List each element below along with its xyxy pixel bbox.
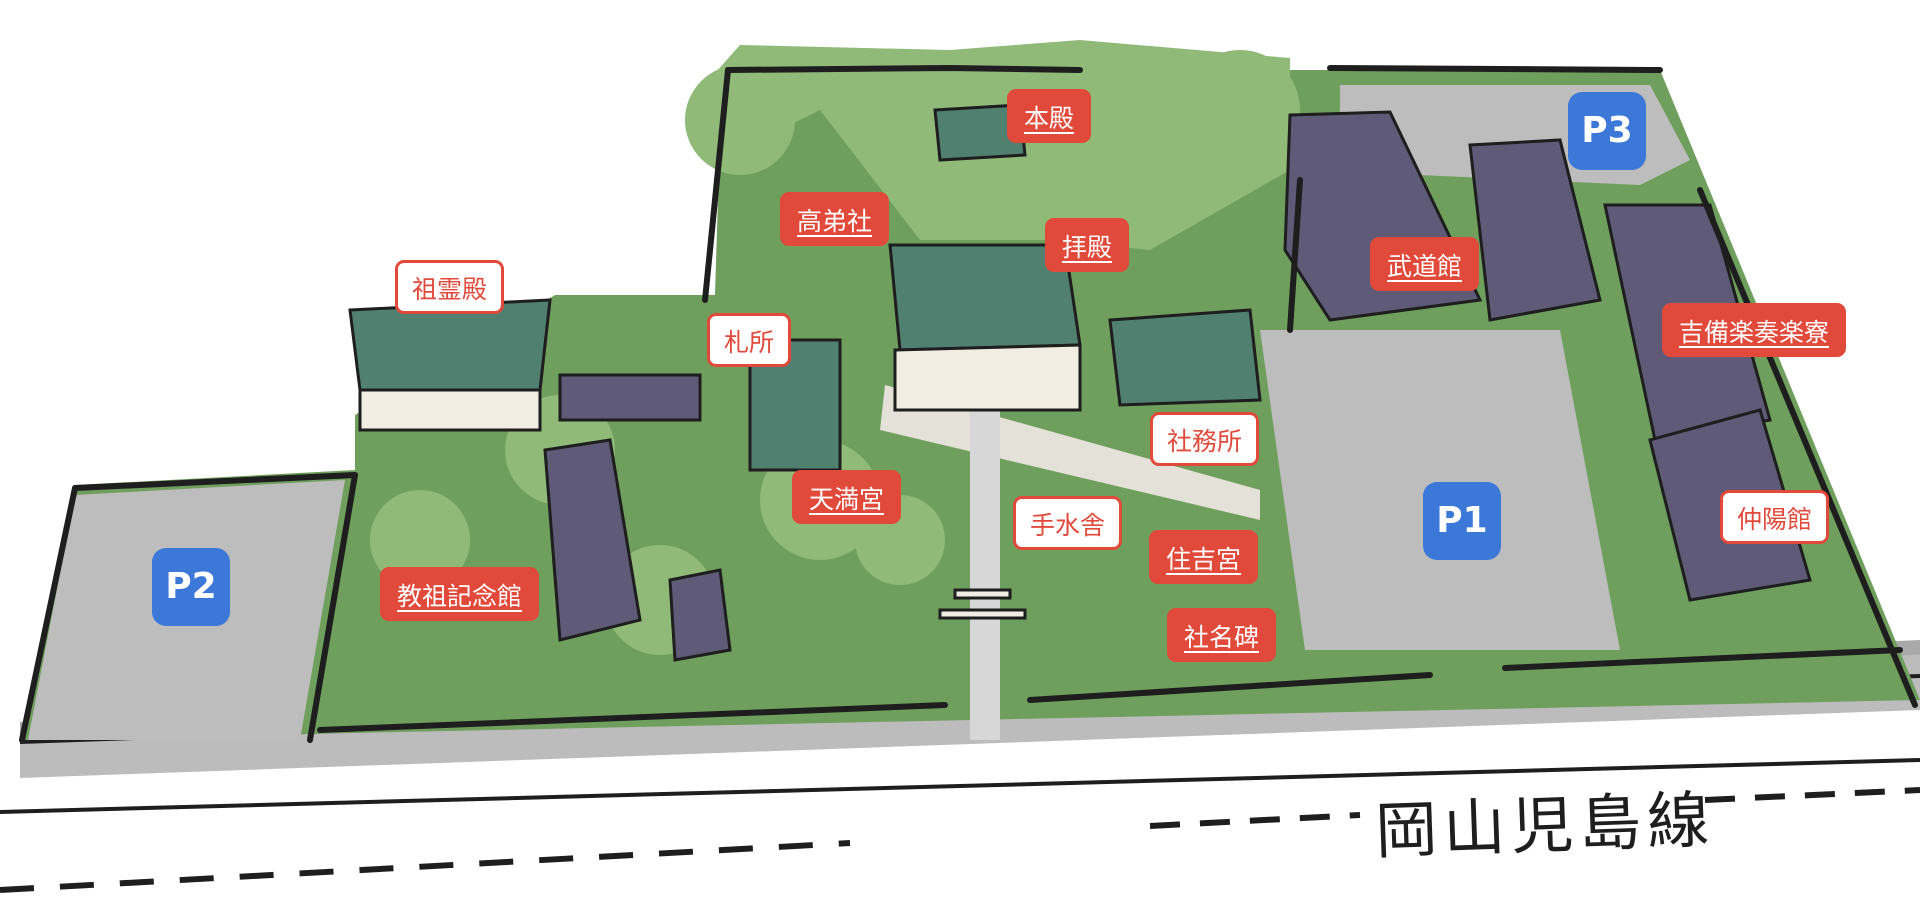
label-budokan[interactable]: 武道館 bbox=[1370, 237, 1480, 291]
label-chuyokan[interactable]: 仲陽館 bbox=[1720, 490, 1830, 544]
label-shameihi[interactable]: 社名碑 bbox=[1167, 608, 1277, 662]
road-name-okayama-kojima-line: 岡山児島線 bbox=[1374, 783, 1717, 868]
label-tenmangu[interactable]: 天満宮 bbox=[792, 470, 902, 524]
label-haiden[interactable]: 拝殿 bbox=[1045, 218, 1130, 272]
label-kibi-gakuryo[interactable]: 吉備楽奏楽寮 bbox=[1662, 303, 1847, 357]
label-sumiyoshigu[interactable]: 住吉宮 bbox=[1149, 530, 1259, 584]
label-shamusho[interactable]: 社務所 bbox=[1150, 412, 1260, 466]
label-soreiden[interactable]: 祖霊殿 bbox=[395, 260, 505, 314]
label-honden[interactable]: 本殿 bbox=[1007, 89, 1092, 143]
walls bbox=[19, 64, 1918, 743]
label-fudasho[interactable]: 札所 bbox=[707, 313, 792, 367]
parking-p2[interactable]: P2 bbox=[152, 548, 230, 626]
label-kyoso-kinenkan[interactable]: 教祖記念館 bbox=[380, 567, 540, 621]
label-koteisha[interactable]: 高弟社 bbox=[780, 192, 890, 246]
parking-p3[interactable]: P3 bbox=[1568, 92, 1646, 170]
parking-p1[interactable]: P1 bbox=[1423, 482, 1501, 560]
label-temizusha[interactable]: 手水舎 bbox=[1013, 496, 1123, 550]
